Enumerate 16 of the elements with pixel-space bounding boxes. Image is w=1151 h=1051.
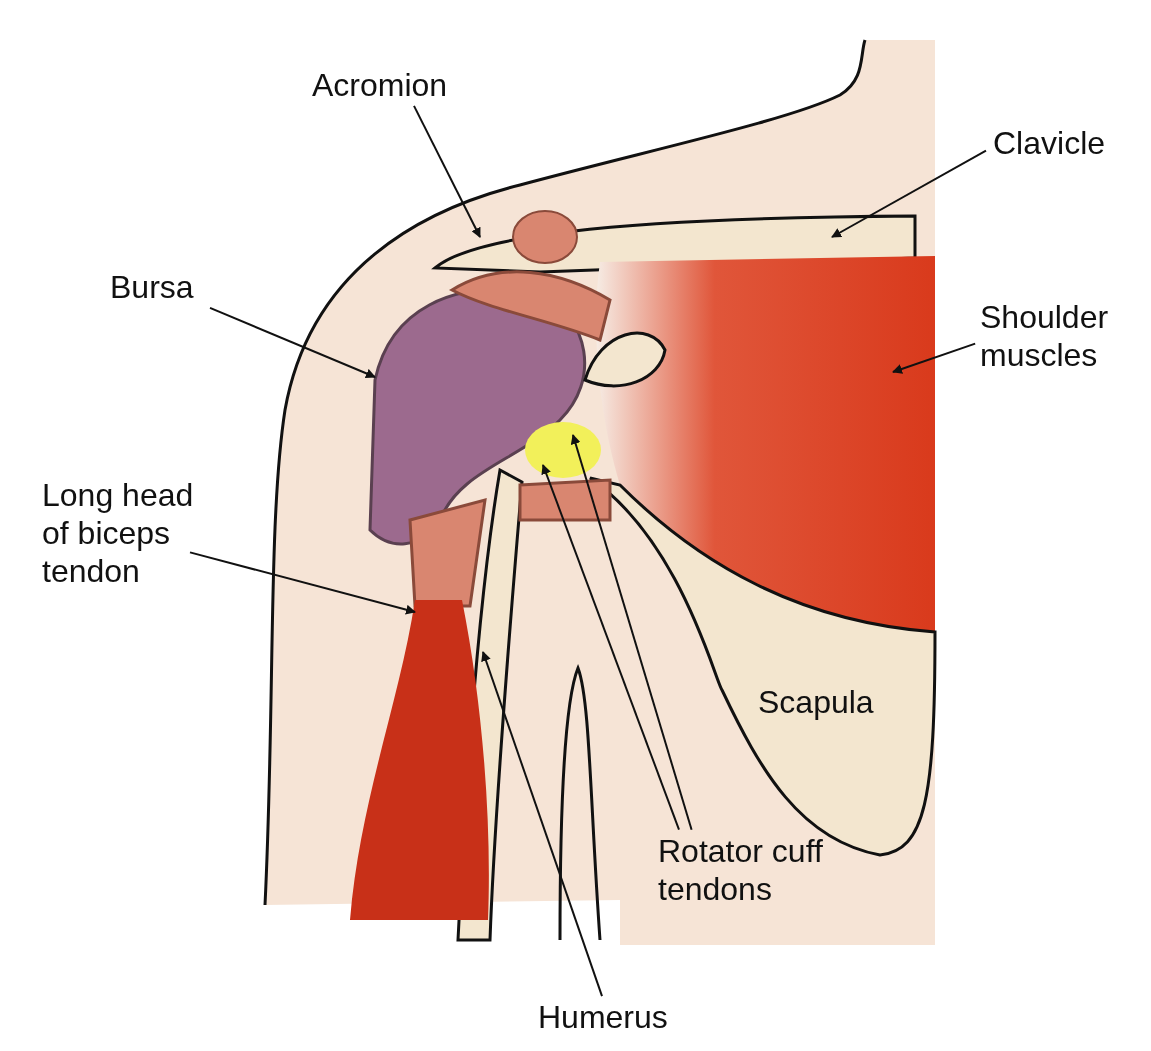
leader-line bbox=[831, 149, 987, 238]
leader-line bbox=[481, 651, 603, 998]
leader-line bbox=[189, 551, 416, 615]
leader-line bbox=[541, 464, 680, 831]
leader-line bbox=[209, 306, 376, 379]
part-label: Scapula bbox=[758, 683, 875, 721]
part-label: Bursa bbox=[110, 268, 210, 306]
leader-line bbox=[413, 104, 481, 238]
part-label: Shoulder muscles bbox=[980, 298, 1140, 374]
part-label: Clavicle bbox=[993, 124, 1133, 162]
leader-line bbox=[892, 342, 977, 374]
leader-line bbox=[570, 434, 693, 831]
part-label: Acromion bbox=[312, 66, 482, 104]
part-label: Rotator cuff tendons bbox=[658, 832, 868, 908]
part-label: Humerus bbox=[538, 998, 698, 1036]
part-label: Long head of biceps tendon bbox=[42, 476, 227, 590]
